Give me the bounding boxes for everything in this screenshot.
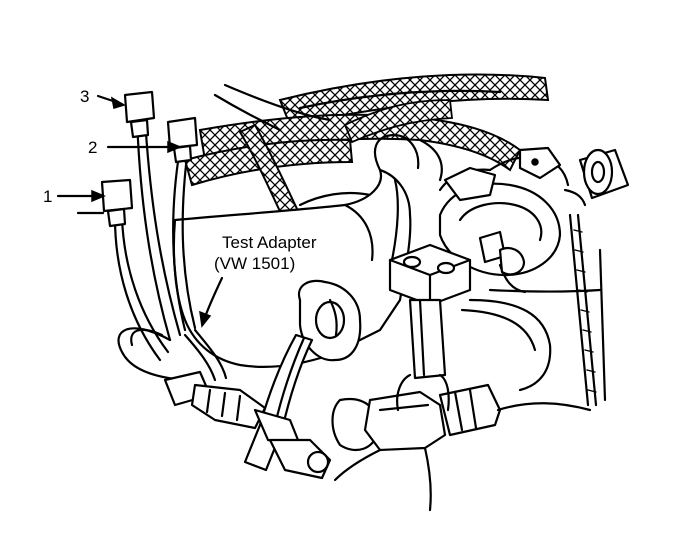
- test-adapter-label: Test Adapter: [222, 233, 317, 252]
- connector-1: [100, 178, 134, 228]
- throttle-assembly: [438, 146, 570, 294]
- arrow-2: [106, 140, 182, 154]
- test-adapter-part-number: (VW 1501): [214, 254, 295, 273]
- right-connector: [488, 148, 630, 407]
- test-adapter-body: [163, 370, 332, 480]
- callout-label-3: 3: [80, 87, 89, 106]
- sensor-and-harness: [333, 298, 592, 512]
- hose-outlines: [213, 83, 502, 207]
- flange: [297, 279, 362, 362]
- arrow-3: [96, 94, 126, 109]
- braided-hose-upper: [278, 73, 550, 127]
- adapter-cable-loop: [117, 327, 228, 382]
- arrow-test-adapter: [199, 276, 224, 328]
- connector-3: [123, 90, 156, 139]
- callout-label-2: 2: [88, 138, 97, 157]
- connector-2: [166, 116, 199, 164]
- mounting-block: [388, 243, 472, 380]
- callout-label-1: 1: [43, 187, 52, 206]
- arrow-1: [56, 189, 106, 215]
